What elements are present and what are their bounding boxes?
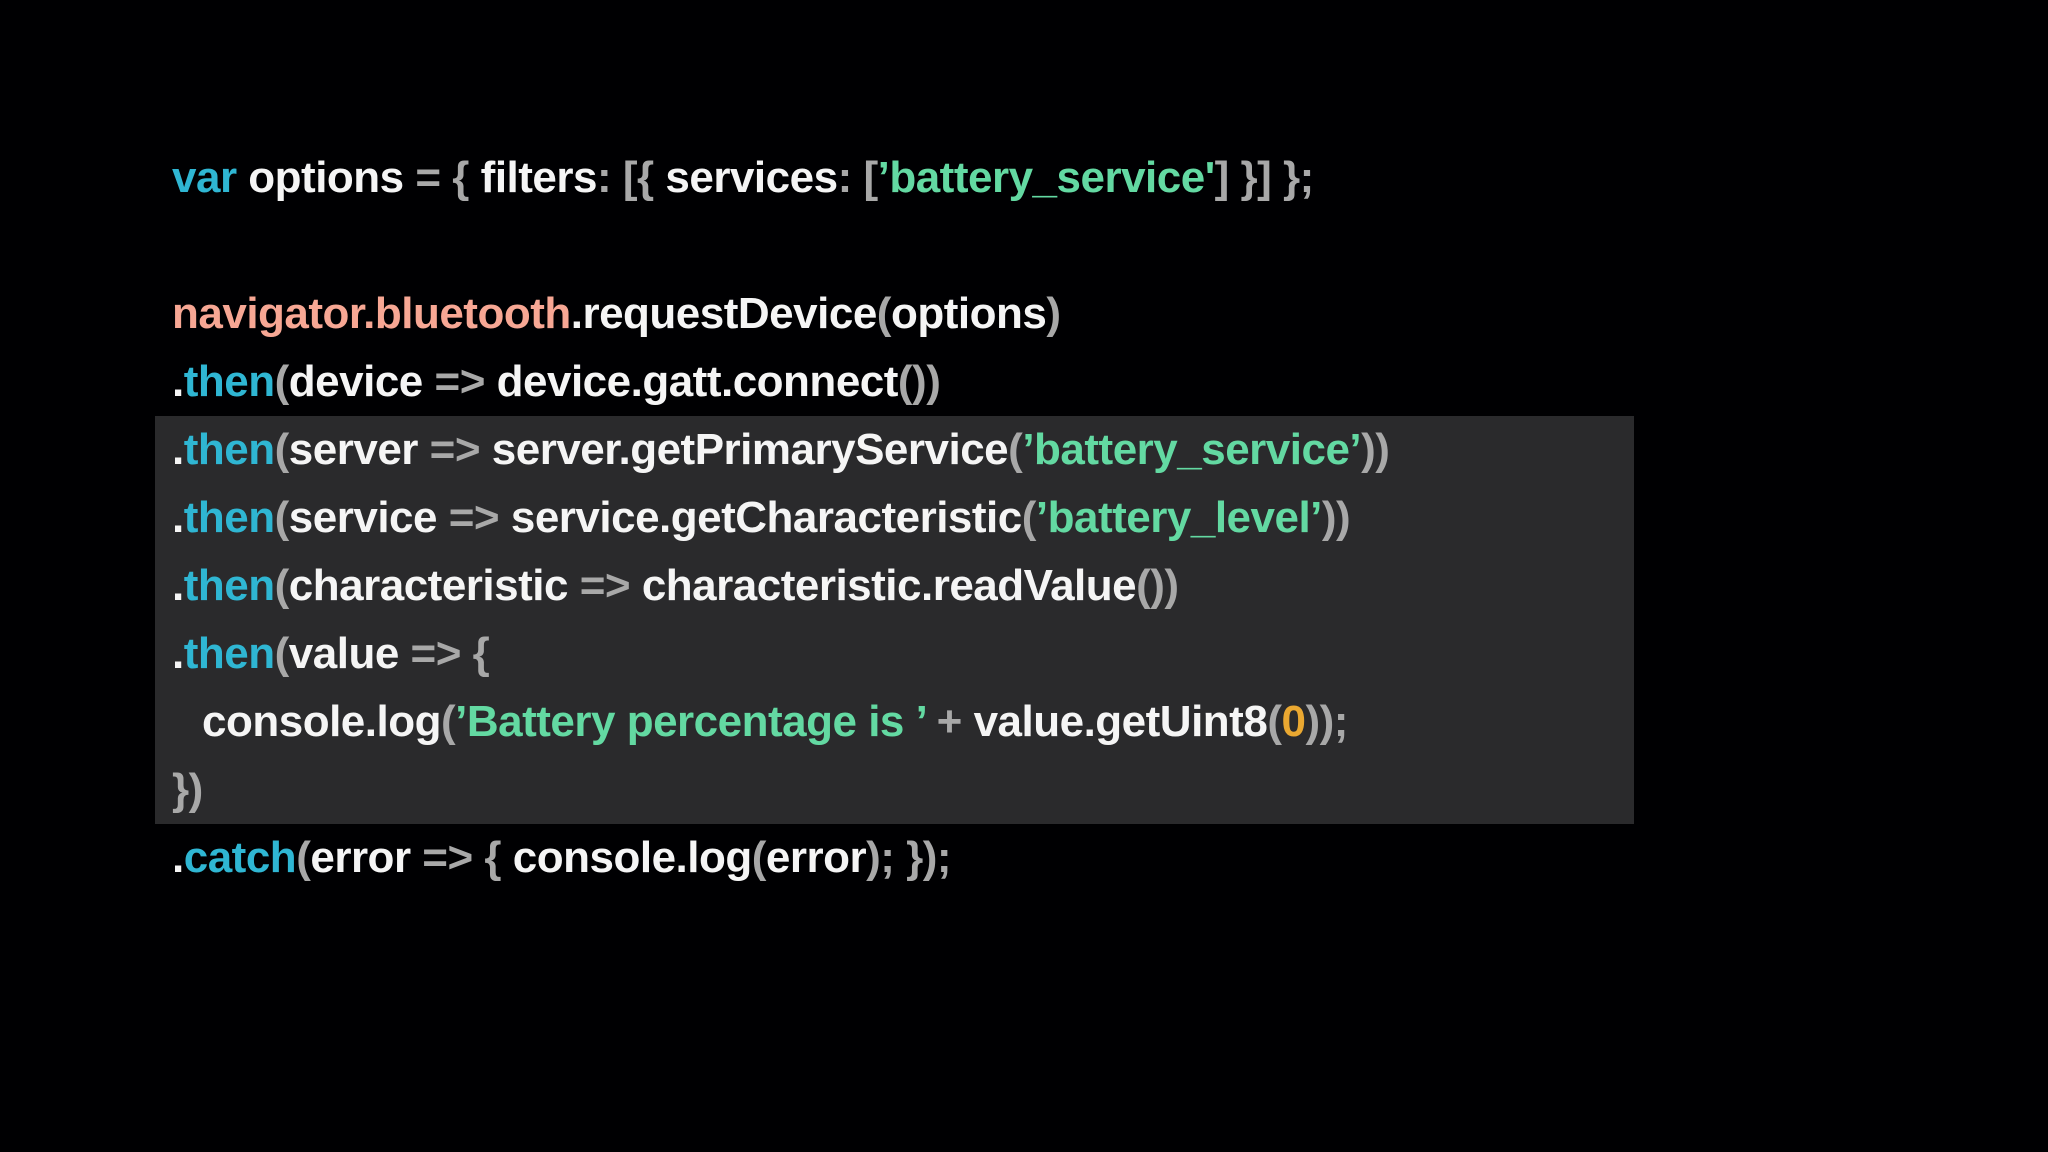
code-token-plain: .: [172, 425, 184, 474]
code-line: .then(server => server.getPrimaryService…: [172, 416, 1634, 484]
code-token-punct: => {: [422, 833, 513, 882]
code-token-plain: .requestDevice: [570, 289, 878, 338]
code-line: var options = { filters: [{ services: [’…: [172, 144, 1634, 212]
code-token-plain: server.getPrimaryService: [491, 425, 1009, 474]
code-token-punct: => {: [410, 629, 490, 678]
code-token-plain: console.log: [512, 833, 752, 882]
code-token-plain: services: [665, 153, 838, 202]
code-token-punct: (: [440, 697, 456, 746]
code-token-punct: (: [1267, 697, 1282, 746]
code-token-plain: device: [288, 357, 435, 406]
code-token-keyword: var: [172, 153, 249, 202]
code-token-punct: }): [172, 765, 203, 814]
code-token-punct: ()): [897, 357, 941, 406]
code-token-plain: .: [172, 561, 184, 610]
code-token-plain: .: [172, 833, 184, 882]
code-token-punct: (: [274, 493, 290, 542]
code-line: .then(value => {: [172, 620, 1634, 688]
code-line-blank: [172, 212, 1634, 280]
code-line: navigator.bluetooth.requestDevice(option…: [172, 280, 1634, 348]
code-token-plain: .: [172, 357, 184, 406]
code-token-punct: (: [274, 561, 290, 610]
code-token-punct: (: [876, 289, 892, 338]
code-block: var options = { filters: [{ services: [’…: [155, 144, 1634, 892]
code-token-punct: = {: [415, 153, 481, 202]
code-token-keyword: then: [183, 561, 275, 610]
code-token-plain: server: [288, 425, 430, 474]
code-token-punct: (: [751, 833, 767, 882]
code-token-punct: : [{: [597, 153, 666, 202]
code-line: .then(characteristic => characteristic.r…: [172, 552, 1634, 620]
code-token-punct: ));: [1305, 697, 1348, 746]
code-token-punct: ); });: [866, 833, 952, 882]
code-token-punct: (: [274, 629, 290, 678]
code-line: .then(service => service.getCharacterist…: [172, 484, 1634, 552]
code-token-plain: options: [248, 153, 416, 202]
code-token-punct: : [: [837, 153, 879, 202]
code-token-keyword: then: [183, 425, 275, 474]
code-token-punct: ] }] };: [1214, 153, 1315, 202]
code-token-string: ’battery_service': [877, 153, 1216, 202]
code-token-keyword: then: [183, 493, 275, 542]
code-token-plain: options: [890, 289, 1047, 338]
code-token-punct: =>: [448, 493, 511, 542]
code-line: .then(device => device.gatt.connect()): [172, 348, 1634, 416]
code-token-plain: console.log: [202, 697, 441, 746]
code-token-punct: ): [1046, 289, 1061, 338]
code-line: .catch(error => { console.log(error); })…: [172, 824, 1634, 892]
code-token-keyword: catch: [183, 833, 297, 882]
code-line: console.log(’Battery percentage is ’ + v…: [172, 688, 1634, 756]
code-token-punct: =>: [579, 561, 642, 610]
code-token-keyword: then: [183, 629, 275, 678]
code-token-punct: =>: [434, 357, 497, 406]
code-token-punct: )): [1321, 493, 1351, 542]
code-token-plain: characteristic.readValue: [641, 561, 1137, 610]
code-token-number: 0: [1281, 697, 1306, 746]
code-token-punct: +: [924, 697, 974, 746]
code-token-object: navigator.bluetooth: [172, 289, 571, 338]
highlight-block: .then(server => server.getPrimaryService…: [155, 416, 1634, 824]
code-token-plain: filters: [480, 153, 598, 202]
code-token-plain: error: [310, 833, 423, 882]
code-token-punct: (: [274, 425, 290, 474]
code-token-keyword: then: [183, 357, 275, 406]
code-token-punct: )): [1361, 425, 1390, 474]
code-token-punct: ()): [1136, 561, 1179, 610]
code-token-plain: error: [765, 833, 867, 882]
code-token-string: ’battery_service’: [1022, 425, 1362, 474]
code-token-punct: (: [274, 357, 290, 406]
code-token-plain: .: [172, 493, 184, 542]
code-token-plain: characteristic: [288, 561, 580, 610]
code-token-plain: service: [288, 493, 449, 542]
code-token-string: ’Battery percentage is ’: [455, 697, 925, 746]
code-token-punct: (: [1008, 425, 1023, 474]
code-token-punct: (: [1021, 493, 1037, 542]
code-line: }): [172, 756, 1634, 824]
code-token-punct: (: [296, 833, 311, 882]
code-token-plain: service.getCharacteristic: [510, 493, 1022, 542]
code-token-punct: =>: [429, 425, 492, 474]
code-token-plain: .: [172, 629, 184, 678]
code-token-string: ’battery_level’: [1035, 493, 1323, 542]
code-token-plain: device.gatt.connect: [496, 357, 899, 406]
code-token-plain: value.getUint8: [973, 697, 1268, 746]
code-token-plain: value: [288, 629, 411, 678]
